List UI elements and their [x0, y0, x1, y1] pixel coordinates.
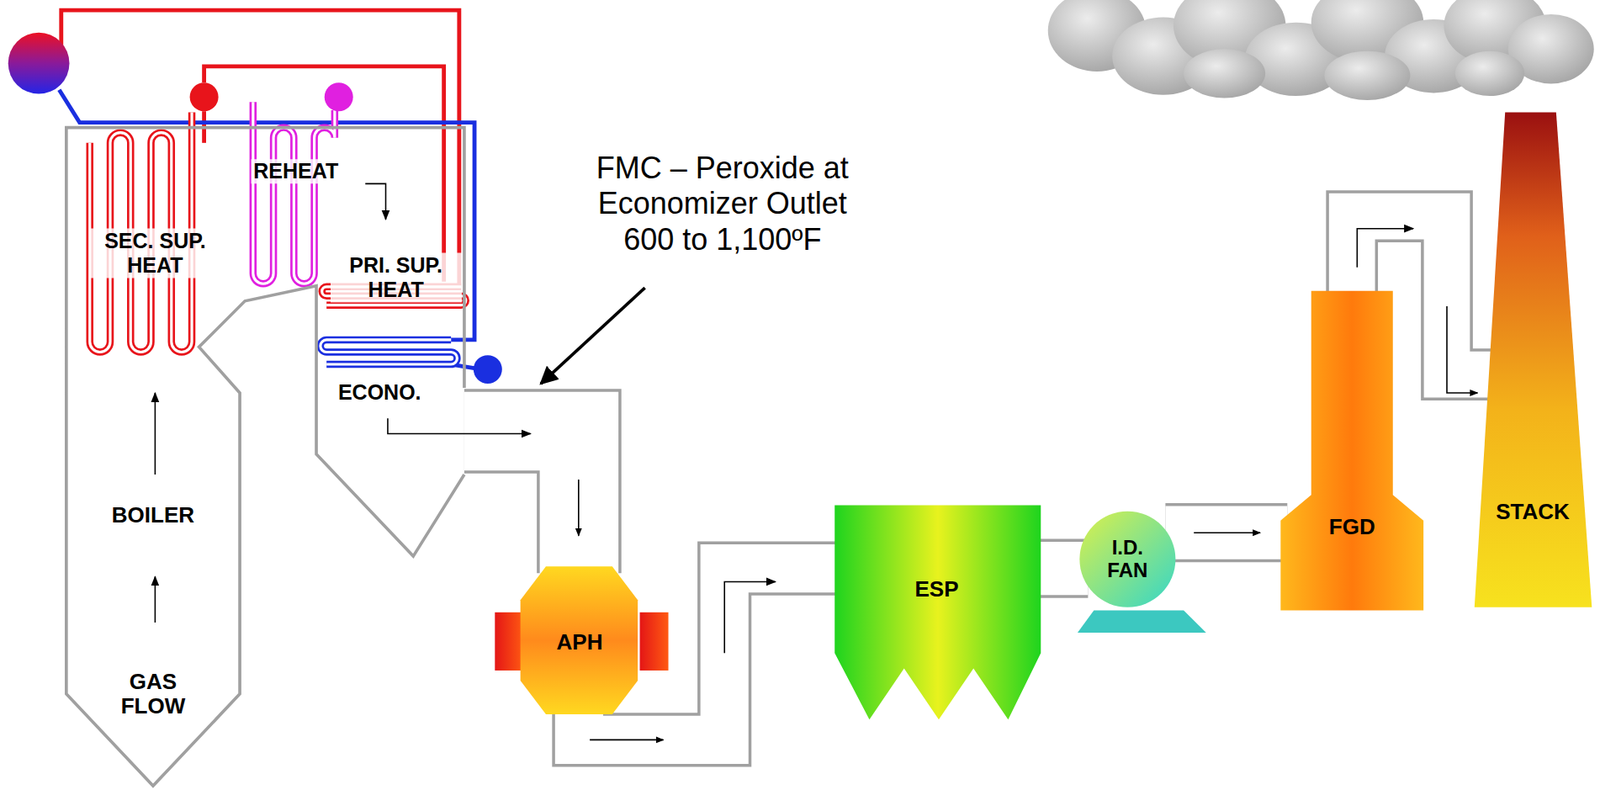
coil-tube [253, 101, 335, 284]
stack: STACK [1474, 111, 1592, 607]
flow-arrow [589, 739, 663, 742]
economizer-header [473, 354, 503, 384]
flow-arrow [577, 479, 580, 536]
duct-wall [1033, 541, 1088, 595]
heat-exchanger-coils [90, 101, 467, 365]
section-label: PRI. SUP. HEAT [330, 252, 462, 302]
duct-wall [464, 431, 580, 574]
node-label: FGD [1329, 515, 1376, 541]
node-label: I.D. FAN [1107, 536, 1148, 583]
coil-tube [320, 339, 458, 365]
node-label: STACK [1495, 499, 1570, 525]
node-label: GAS FLOW [121, 669, 186, 719]
air-preheater: APH [494, 566, 668, 715]
flow-arrow [1446, 306, 1478, 393]
section-label: REHEAT [250, 158, 341, 185]
section-label: SEC. SUP. HEAT [89, 227, 221, 278]
boiler-housing: BOILER GAS FLOW [66, 127, 465, 786]
flue-duct [1165, 532, 1288, 534]
duct-wall [1165, 503, 1288, 562]
flue-duct [1033, 567, 1088, 569]
leader-arrow [540, 287, 646, 384]
callout-note: FMC – Peroxide at Economizer Outlet 600 … [575, 150, 870, 258]
duct-wall [1165, 506, 1288, 560]
duct-wall [464, 431, 580, 574]
coil-tube [320, 339, 458, 365]
flow-arrow [1193, 531, 1261, 534]
section-label: ECONO. [338, 380, 422, 406]
steam-drum [8, 32, 70, 95]
steam-pipes [58, 10, 476, 369]
fan: I.D. FAN [1079, 511, 1176, 633]
node-label: ESP [915, 577, 959, 603]
coil-tube [253, 101, 335, 284]
flue-duct [464, 431, 580, 574]
duct-wall [1033, 538, 1088, 598]
precipitator: ESP [834, 504, 1041, 720]
scrubber: FGD [1280, 291, 1424, 611]
node-label: BOILER [111, 503, 195, 528]
superheater-header [190, 82, 219, 112]
node-label: APH [556, 630, 604, 656]
reheat-header [324, 82, 354, 112]
smoke-cloud [1048, 0, 1595, 101]
